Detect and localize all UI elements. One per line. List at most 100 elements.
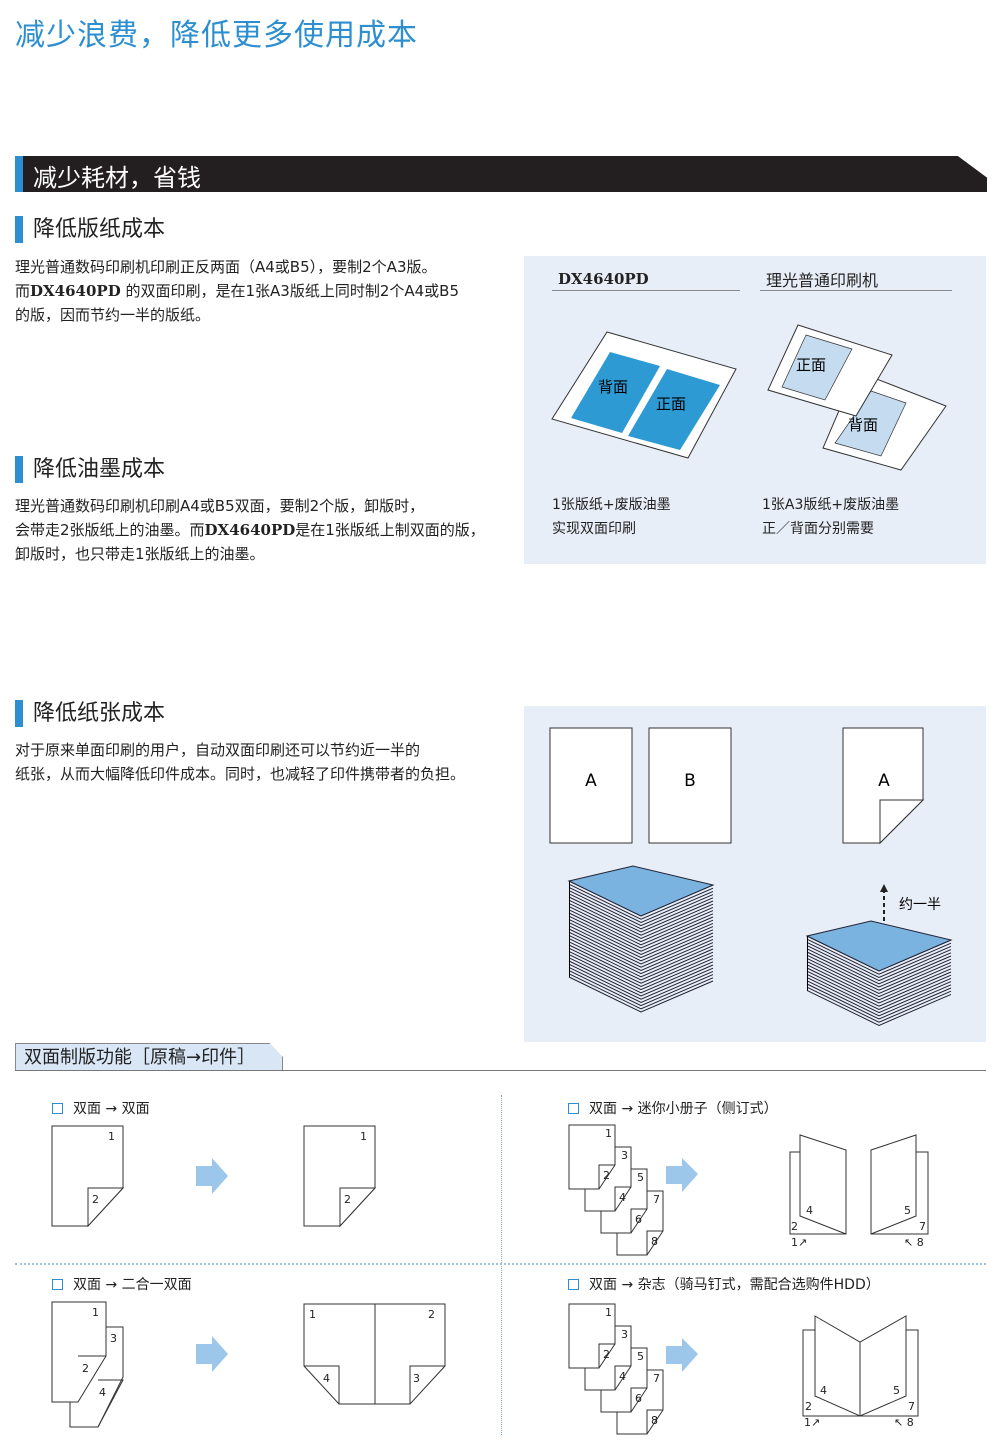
banner-title: 减少耗材，省钱	[33, 164, 201, 192]
arrow-right-icon	[196, 1158, 228, 1194]
paper-sheet-edge	[806, 986, 952, 1023]
page-number: 1	[309, 1308, 316, 1321]
page-number: 6	[635, 1213, 642, 1226]
paper-stack-top	[567, 865, 715, 917]
paper-sheet-edge	[806, 973, 952, 1010]
dx-caption-1: 1张版纸+废版油墨	[552, 497, 671, 513]
original-page	[568, 1124, 616, 1190]
paper-sheet-edge	[568, 918, 714, 955]
paper-sheet-edge	[806, 964, 952, 1001]
sheet-b	[648, 727, 732, 844]
mode-label: 双面 → 二合一双面	[73, 1277, 192, 1293]
paper-sheet-edge	[568, 941, 714, 978]
page-number: 1	[605, 1127, 612, 1140]
paper-sheet-edge	[806, 945, 952, 982]
paper-sheet-edge	[568, 938, 714, 975]
paper-sheet-edge	[568, 912, 714, 949]
text-line: 卸版时，也只带走1张版纸上的油墨。	[15, 545, 265, 563]
paper-sheet-edge	[568, 966, 714, 1003]
page-number: 2	[92, 1193, 99, 1206]
page-number: 2	[82, 1362, 89, 1375]
text-line: 理光普通数码印刷机印刷A4或B5双面，要制2个版，卸版时，	[15, 497, 425, 515]
paper-sheet-edge	[806, 970, 952, 1007]
stack-side	[569, 881, 570, 977]
heading-ink-cost: 降低油墨成本	[15, 456, 165, 483]
page-curl	[304, 1365, 340, 1404]
page-number: 7	[908, 1400, 915, 1413]
paper-sheet-edge	[568, 960, 714, 997]
page-number: 5	[893, 1384, 900, 1397]
page-number: 5	[637, 1171, 644, 1184]
page-number: 4	[820, 1384, 827, 1397]
mode-label: 双面 → 杂志（骑马钉式，需配合选购件HDD）	[589, 1277, 880, 1293]
half-label: 约一半	[899, 897, 941, 913]
duplex-sheet-label: A	[878, 771, 890, 791]
page-number: 4	[806, 1204, 813, 1217]
page-number: 2	[428, 1308, 435, 1321]
divider	[760, 290, 952, 291]
text-line: 对于原来单面印刷的用户，自动双面印刷还可以节约近一半的	[15, 741, 421, 759]
page-number: 2	[603, 1169, 610, 1182]
page-number: 7	[653, 1193, 660, 1206]
divider	[552, 290, 740, 291]
page-number: 2	[344, 1193, 351, 1206]
page-curl	[646, 1409, 663, 1434]
dx-caption-2: 实现双面印刷	[552, 521, 636, 537]
page-curl	[339, 1187, 377, 1228]
paper-sheet-edge	[568, 976, 714, 1013]
page-order-label: 1↗	[804, 1416, 820, 1429]
text-span: 的双面印刷，是在1张A3版纸上同时制2个A4或B5	[125, 282, 460, 300]
paper-sheet-edge	[568, 899, 714, 936]
normal-caption-2: 正／背面分别需要	[762, 521, 874, 537]
page-curl	[598, 1164, 615, 1189]
text-line: 纸张，从而大幅降低印件成本。同时，也减轻了印件携带者的负担。	[15, 765, 466, 783]
page-number: 4	[619, 1370, 626, 1383]
plate-comparison-panel: DX4640PD 理光普通印刷机 背面 正面 背面 正面 1张版纸+废版油墨 实…	[524, 256, 986, 564]
dx-front-area	[628, 369, 720, 450]
checkbox-icon	[568, 1279, 579, 1290]
plate-diagram: 背面 正面 背面 正面	[551, 324, 947, 471]
mode-mini-booklet: 双面 → 迷你小册子（侧订式）	[568, 1098, 778, 1118]
page-number: 8	[651, 1414, 658, 1427]
paper-sheet-edge	[568, 973, 714, 1010]
paper-cost-text: 对于原来单面印刷的用户，自动双面印刷还可以节约近一半的 纸张，从而大幅降低印件成…	[15, 738, 515, 786]
sheet-b-label: B	[684, 771, 696, 791]
page-curl	[614, 1365, 631, 1390]
paper-sheet-edge	[568, 931, 714, 968]
text-span: 是在1张版纸上制双面的版，	[295, 521, 485, 539]
page-curl	[879, 799, 925, 845]
paper-sheet-edge	[568, 970, 714, 1007]
paper-sheet-edge	[568, 883, 714, 920]
duplex-tab: 双面制版功能［原稿→印件］	[15, 1043, 283, 1071]
paper-sheet-edge	[568, 902, 714, 939]
page-number: 7	[919, 1220, 926, 1233]
dx-back-label: 背面	[598, 378, 628, 396]
page-number: 8	[651, 1235, 658, 1248]
paper-saving-panel: A B A 约一半	[524, 706, 986, 1042]
paper-sheet-edge	[568, 906, 714, 943]
page-curl	[409, 1365, 445, 1404]
text-line: 而DX4640PD 的双面印刷，是在1张A3版纸上同时制2个A4或B5	[15, 279, 515, 303]
page-title: 减少浪费，降低更多使用成本	[15, 18, 418, 53]
text-span: 会带走2张版纸上的油墨。而	[15, 521, 205, 539]
model-name: DX4640PD	[204, 521, 296, 539]
page-number: 3	[110, 1332, 117, 1345]
stack-side	[807, 936, 808, 991]
page-edge	[97, 1379, 124, 1428]
mode-duplex-duplex: 双面 → 双面	[52, 1098, 150, 1118]
page-number: 6	[635, 1392, 642, 1405]
booklet-right	[870, 1134, 929, 1235]
checkbox-icon	[568, 1103, 579, 1114]
section-banner: 减少耗材，省钱	[15, 156, 987, 192]
paper-sheet-edge	[568, 950, 714, 987]
page-number: 2	[603, 1348, 610, 1361]
page-curl	[646, 1230, 663, 1255]
page-edge	[52, 1327, 107, 1403]
page-number: 2	[791, 1220, 798, 1233]
paper-sheet-edge	[806, 954, 952, 991]
model-name: DX4640PD	[30, 282, 121, 300]
ink-cost-text: 理光普通数码印刷机印刷A4或B5双面，要制2个版，卸版时， 会带走2张版纸上的油…	[15, 494, 520, 566]
page-number: 1	[360, 1130, 367, 1143]
sheet-a	[549, 727, 633, 844]
